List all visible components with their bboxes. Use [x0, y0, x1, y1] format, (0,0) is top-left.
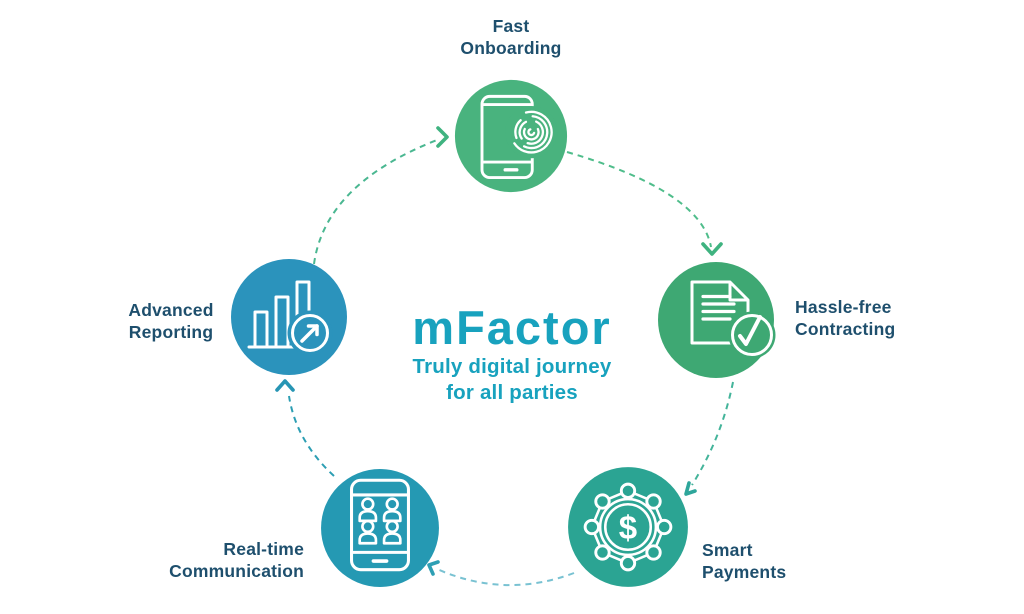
label-line: Reporting	[128, 322, 214, 342]
phone-people-icon	[350, 478, 410, 572]
arrowhead-into-contracting	[701, 242, 723, 256]
node-hassle-free-contracting	[656, 260, 776, 380]
center-text-block: mFactor Truly digital journey for all pa…	[312, 302, 712, 406]
label-line: Real-time	[223, 539, 304, 559]
node-advanced-reporting	[229, 257, 349, 377]
brand-subtitle-line1: Truly digital journey	[412, 355, 612, 378]
arrowhead-into-onboarding	[436, 126, 449, 148]
node-fast-onboarding	[453, 78, 569, 194]
document-check-icon	[690, 280, 776, 359]
arc-payments-to-communication	[436, 568, 575, 587]
label-advanced-reporting: Advanced Reporting	[66, 299, 276, 343]
dollar-network-icon: $	[583, 482, 673, 572]
bar-chart-growth-icon	[247, 280, 333, 356]
label-line: Hassle-free	[795, 297, 892, 317]
label-line: Communication	[169, 561, 304, 581]
label-line: Fast	[492, 16, 530, 36]
label-line: Advanced	[128, 300, 214, 320]
label-hassle-free-contracting: Hassle-free Contracting	[795, 296, 965, 340]
arc-communication-to-reporting	[288, 395, 335, 477]
arc-onboarding-to-contracting	[566, 151, 712, 248]
label-line: Contracting	[795, 319, 896, 339]
fingerprint-phone-icon	[480, 94, 558, 180]
label-smart-payments: Smart Payments	[702, 539, 872, 583]
label-line: Onboarding	[460, 38, 562, 58]
dollar-symbol: $	[619, 510, 637, 547]
arc-advanced-to-onboarding	[313, 139, 438, 265]
arrowhead-into-reporting	[275, 379, 295, 392]
label-line: Smart	[702, 540, 753, 560]
label-realtime-communication: Real-time Communication	[96, 538, 304, 582]
node-realtime-communication	[319, 467, 441, 589]
brand-title: mFactor	[412, 301, 612, 354]
label-line: Payments	[702, 562, 787, 582]
brand-subtitle-line2: for all parties	[446, 381, 578, 404]
label-fast-onboarding: Fast Onboarding	[407, 15, 615, 59]
node-smart-payments: $	[566, 465, 690, 589]
